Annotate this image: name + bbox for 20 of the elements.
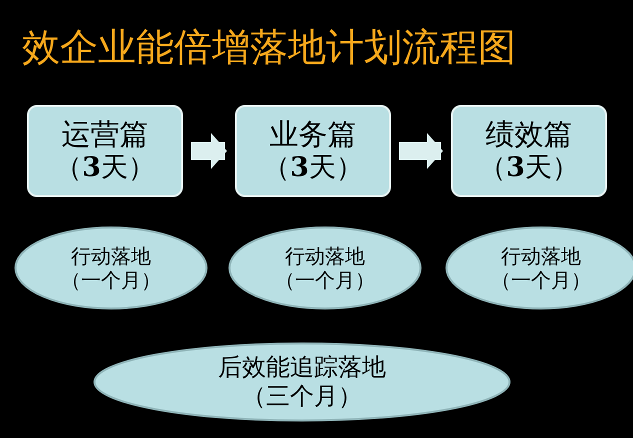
- rounded-box: [27, 105, 183, 197]
- duration-text: （3天）: [479, 152, 579, 185]
- rounded-box: [451, 105, 607, 197]
- node-title: 后效能追踪落地: [218, 353, 386, 382]
- title: 效企业能倍增落地计划流程图: [22, 24, 516, 71]
- duration-text: （一个月）: [275, 268, 375, 292]
- node-title: 运营篇: [62, 117, 148, 152]
- block-arrow: [399, 133, 443, 169]
- duration-text: （一个月）: [61, 268, 161, 292]
- block-arrow: [191, 133, 227, 169]
- duration-text: （3天）: [55, 152, 155, 185]
- node-title: 绩效篇: [486, 117, 572, 152]
- node-title: 行动落地: [285, 244, 365, 268]
- rounded-box: [235, 105, 391, 197]
- duration-text: （一个月）: [491, 268, 591, 292]
- node-title: 行动落地: [501, 244, 581, 268]
- duration-text: （三个月）: [242, 382, 362, 411]
- node-title: 行动落地: [71, 244, 151, 268]
- node-title: 业务篇: [270, 117, 356, 152]
- duration-text: （3天）: [263, 152, 363, 185]
